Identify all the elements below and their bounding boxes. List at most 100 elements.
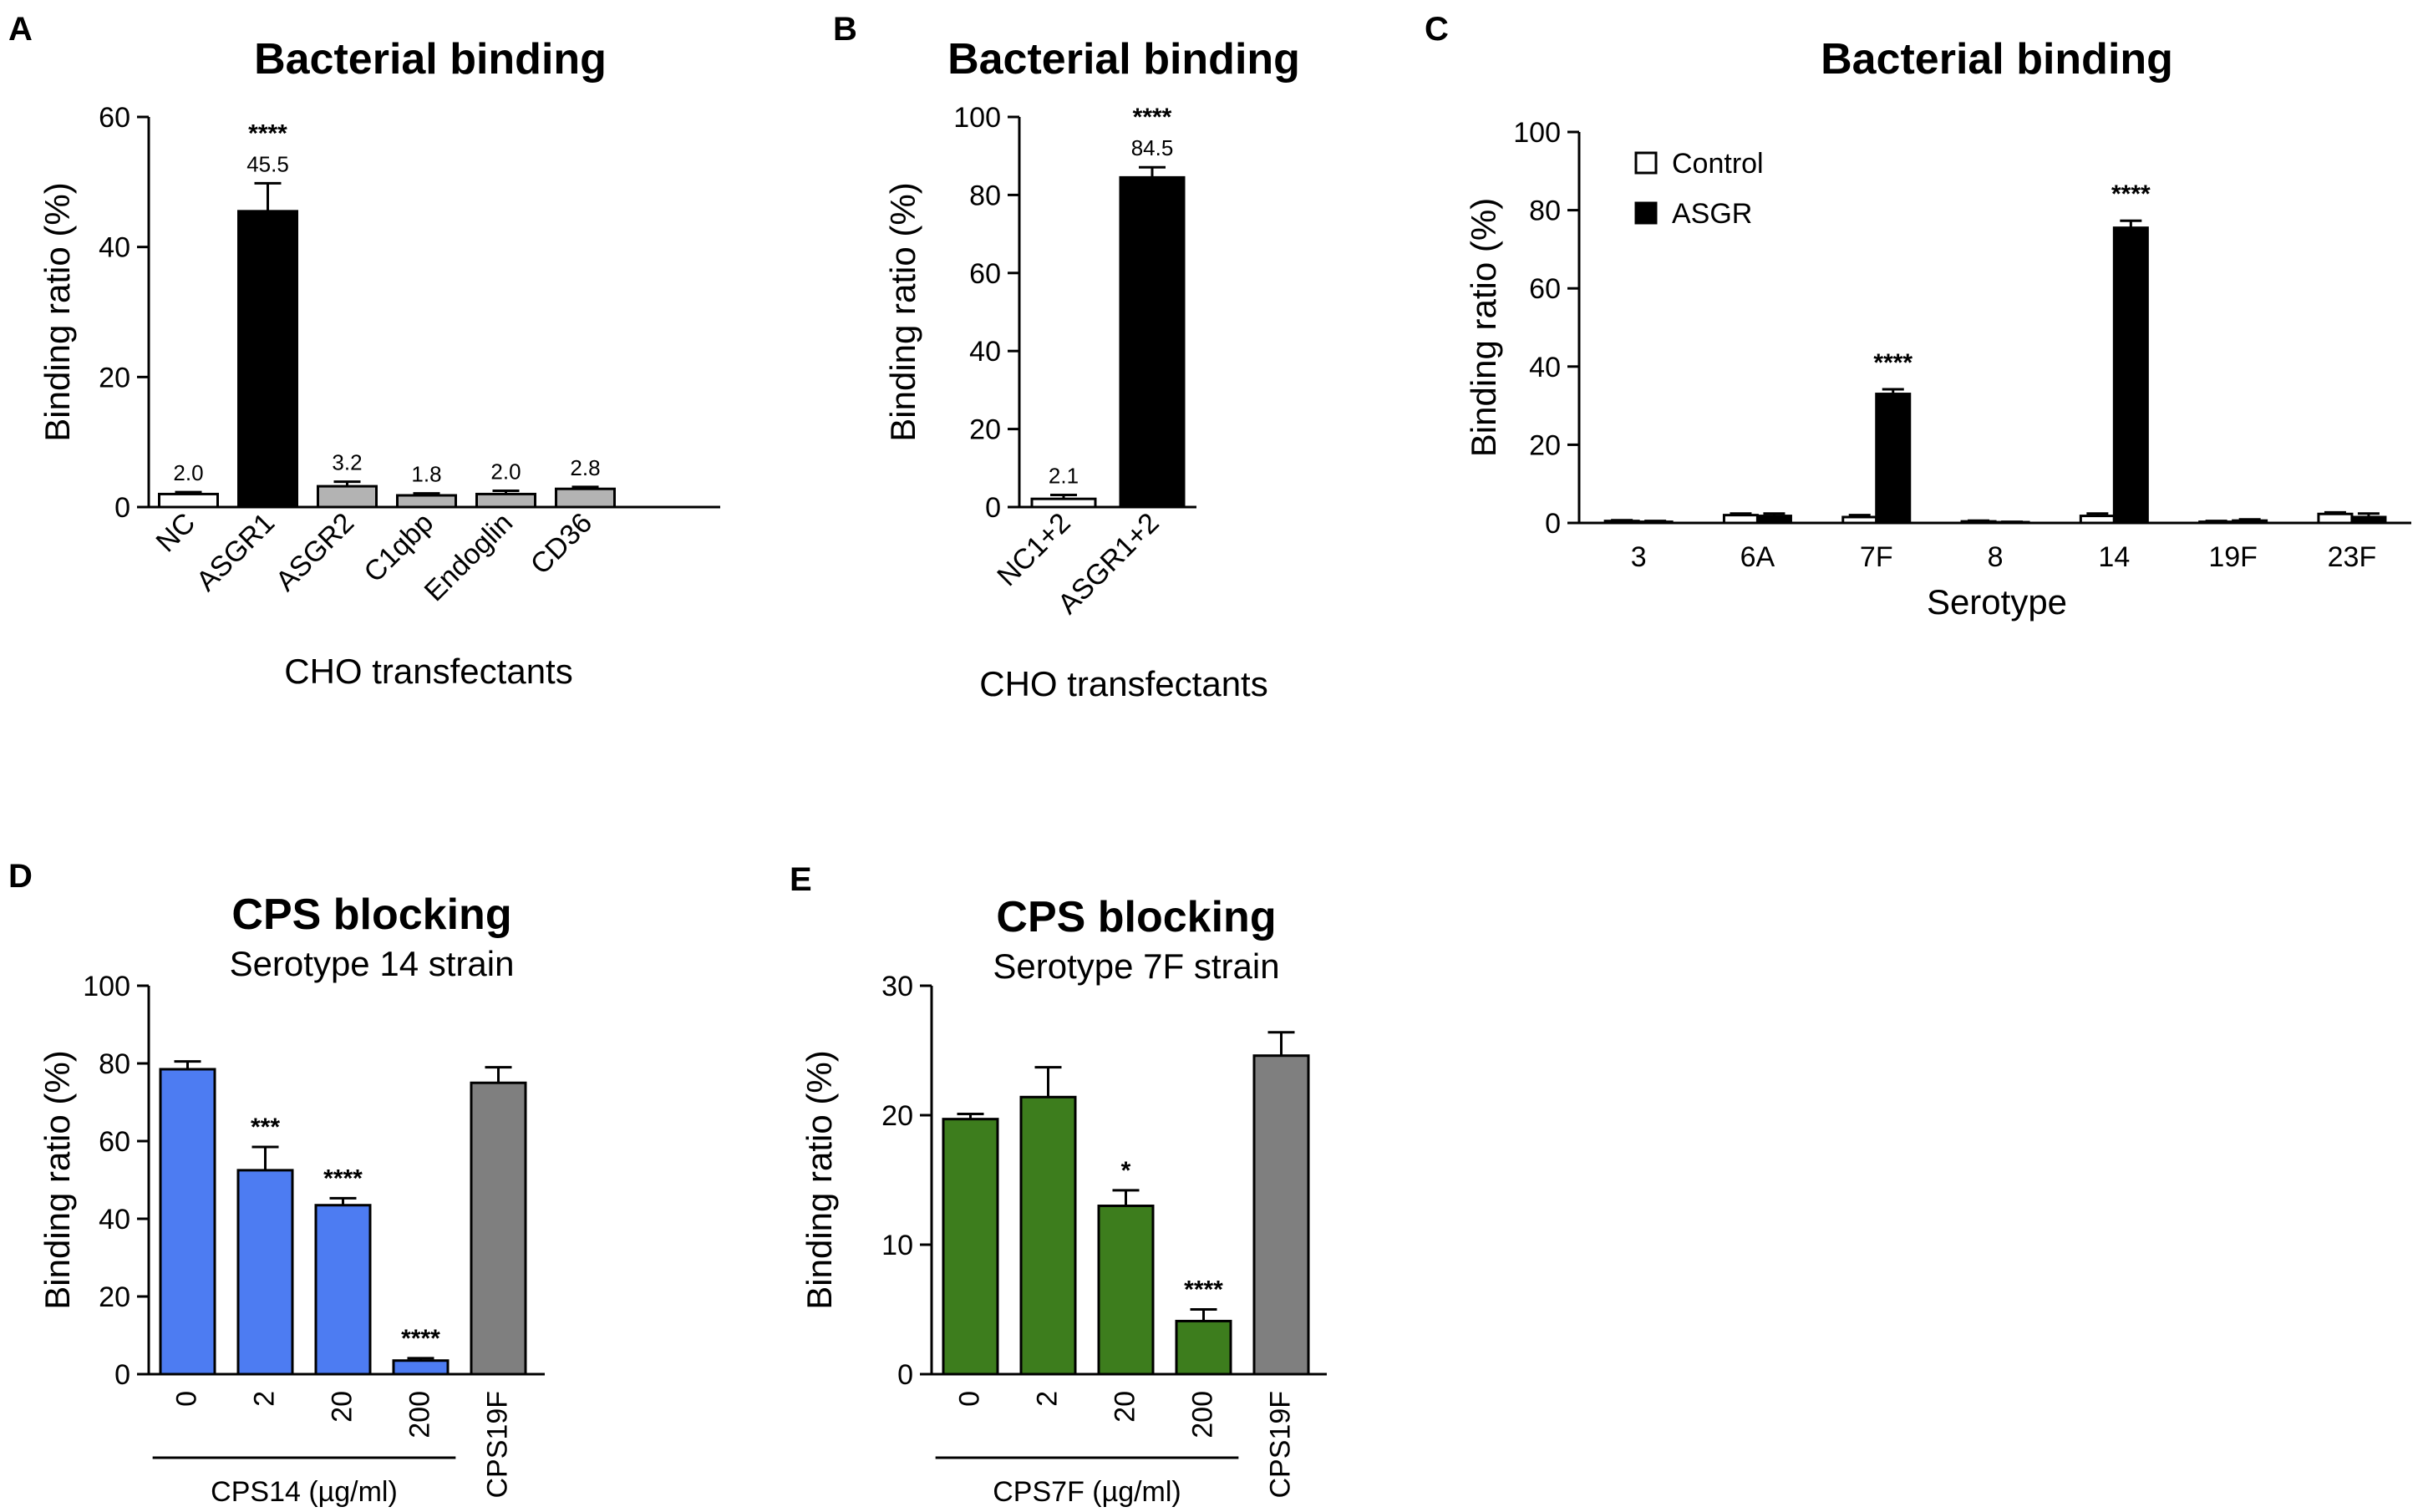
panel-letter-a: A (8, 11, 33, 48)
significance-stars: * (1121, 1157, 1131, 1185)
y-tick-label: 80 (99, 1048, 130, 1080)
x-tick-label: CD36 (525, 507, 598, 581)
x-tick-label: ASGR1 (190, 507, 281, 597)
y-tick-label: 0 (897, 1359, 913, 1391)
y-tick-label: 40 (99, 1204, 130, 1235)
data-label: 45.5 (246, 151, 289, 176)
y-axis-label: Binding ratio (%) (883, 182, 922, 441)
x-tick-label: NC1+2 (991, 507, 1076, 592)
chart-subtitle: Serotype 7F strain (993, 946, 1279, 986)
bar-control-19f (2198, 520, 2235, 525)
bar-asgr2 (317, 485, 378, 509)
x-axis-label: CHO transfectants (284, 652, 572, 691)
bar-asgr-6a (1755, 515, 1792, 525)
chart-title: CPS blocking (231, 890, 511, 939)
significance-stars: **** (1873, 349, 1912, 377)
bar-2 (1019, 1095, 1077, 1376)
y-tick-label: 10 (881, 1230, 913, 1261)
data-label: 2.0 (490, 459, 521, 485)
x-tick-label: CPS19F (1265, 1391, 1297, 1499)
y-tick-label: 40 (99, 232, 130, 264)
y-tick-label: 20 (1529, 429, 1561, 461)
bar-20 (314, 1204, 372, 1376)
significance-stars: **** (248, 119, 287, 147)
bar-control-6a (1722, 514, 1759, 525)
x-tick-label: ASGR2 (270, 507, 360, 597)
data-label: 84.5 (1131, 135, 1174, 160)
bar-nc (158, 492, 219, 509)
y-tick-label: 60 (1529, 273, 1561, 305)
significance-stars: **** (1133, 104, 1172, 131)
legend-swatch-asgr (1634, 201, 1658, 225)
x-tick-label: 20 (327, 1391, 358, 1423)
y-axis-label: Binding ratio (%) (1464, 198, 1503, 457)
bar-cd36 (555, 487, 616, 509)
y-tick-label: 40 (1529, 352, 1561, 383)
x-tick-label: 14 (2098, 541, 2130, 573)
data-label: 2.1 (1049, 464, 1079, 489)
x-tick-label: Endoglin (419, 507, 519, 607)
bar-asgr1 (237, 210, 298, 509)
x-tick-label: 3 (1631, 541, 1647, 573)
y-tick-label: 100 (1513, 117, 1561, 149)
x-tick-label: 19F (2208, 541, 2258, 573)
x-axis-label: Serotype (1927, 582, 2067, 622)
y-axis-label: Binding ratio (%) (38, 1050, 77, 1309)
y-tick-label: 0 (114, 492, 130, 524)
y-tick-label: 0 (114, 1359, 130, 1391)
x-tick-label: 23F (2328, 541, 2377, 573)
bar-asgr-23f (2350, 515, 2387, 525)
y-axis-label: Binding ratio (%) (800, 1050, 839, 1309)
y-tick-label: 60 (99, 1126, 130, 1158)
y-tick-label: 60 (99, 102, 130, 134)
bar-asgr-3 (1637, 520, 1674, 525)
x-tick-label: 7F (1860, 541, 1893, 573)
bar-200 (392, 1359, 450, 1376)
bar-c1qbp (396, 494, 457, 509)
x-axis-label: CHO transfectants (979, 664, 1267, 703)
x-tick-label: 200 (1187, 1391, 1219, 1438)
y-tick-label: 20 (881, 1100, 913, 1132)
chart-title: Bacterial binding (947, 35, 1300, 84)
y-tick-label: 0 (985, 492, 1001, 524)
chart-title: Bacterial binding (1821, 35, 2173, 84)
legend-label-control: Control (1672, 148, 1764, 180)
data-label: 2.8 (570, 455, 600, 480)
legend-swatch-control (1634, 151, 1658, 175)
significance-stars: **** (2111, 180, 2151, 208)
panel-letter-c: C (1425, 11, 1449, 48)
chart-title: CPS blocking (996, 893, 1276, 941)
bar-0 (942, 1118, 999, 1376)
bar-control-8 (1960, 520, 1997, 525)
x-tick-label: 200 (404, 1391, 436, 1438)
bar-control-14 (2079, 515, 2116, 525)
significance-stars: **** (401, 1325, 440, 1352)
x-tick-label: 0 (171, 1391, 203, 1407)
y-tick-label: 20 (969, 414, 1001, 446)
group-label: CPS14 (µg/ml) (211, 1476, 398, 1508)
y-tick-label: 40 (969, 336, 1001, 368)
group-label: CPS7F (µg/ml) (993, 1476, 1181, 1508)
significance-stars: **** (1184, 1276, 1223, 1304)
significance-stars: **** (323, 1164, 363, 1192)
panel-letter-b: B (833, 11, 857, 48)
bar-200 (1175, 1319, 1232, 1376)
data-label: 1.8 (411, 462, 441, 487)
bar-2 (236, 1169, 294, 1376)
legend-label-asgr: ASGR (1672, 198, 1752, 230)
bar-0 (159, 1068, 216, 1376)
chart-subtitle: Serotype 14 strain (230, 944, 515, 983)
y-tick-label: 30 (881, 971, 913, 1002)
x-tick-label: 8 (1988, 541, 2004, 573)
x-tick-label: 0 (954, 1391, 986, 1407)
bar-20 (1097, 1205, 1155, 1376)
panel-letter-d: D (8, 858, 33, 895)
y-tick-label: 20 (99, 362, 130, 393)
x-tick-label: NC (150, 507, 202, 559)
bar-asgr-14 (2112, 226, 2149, 525)
